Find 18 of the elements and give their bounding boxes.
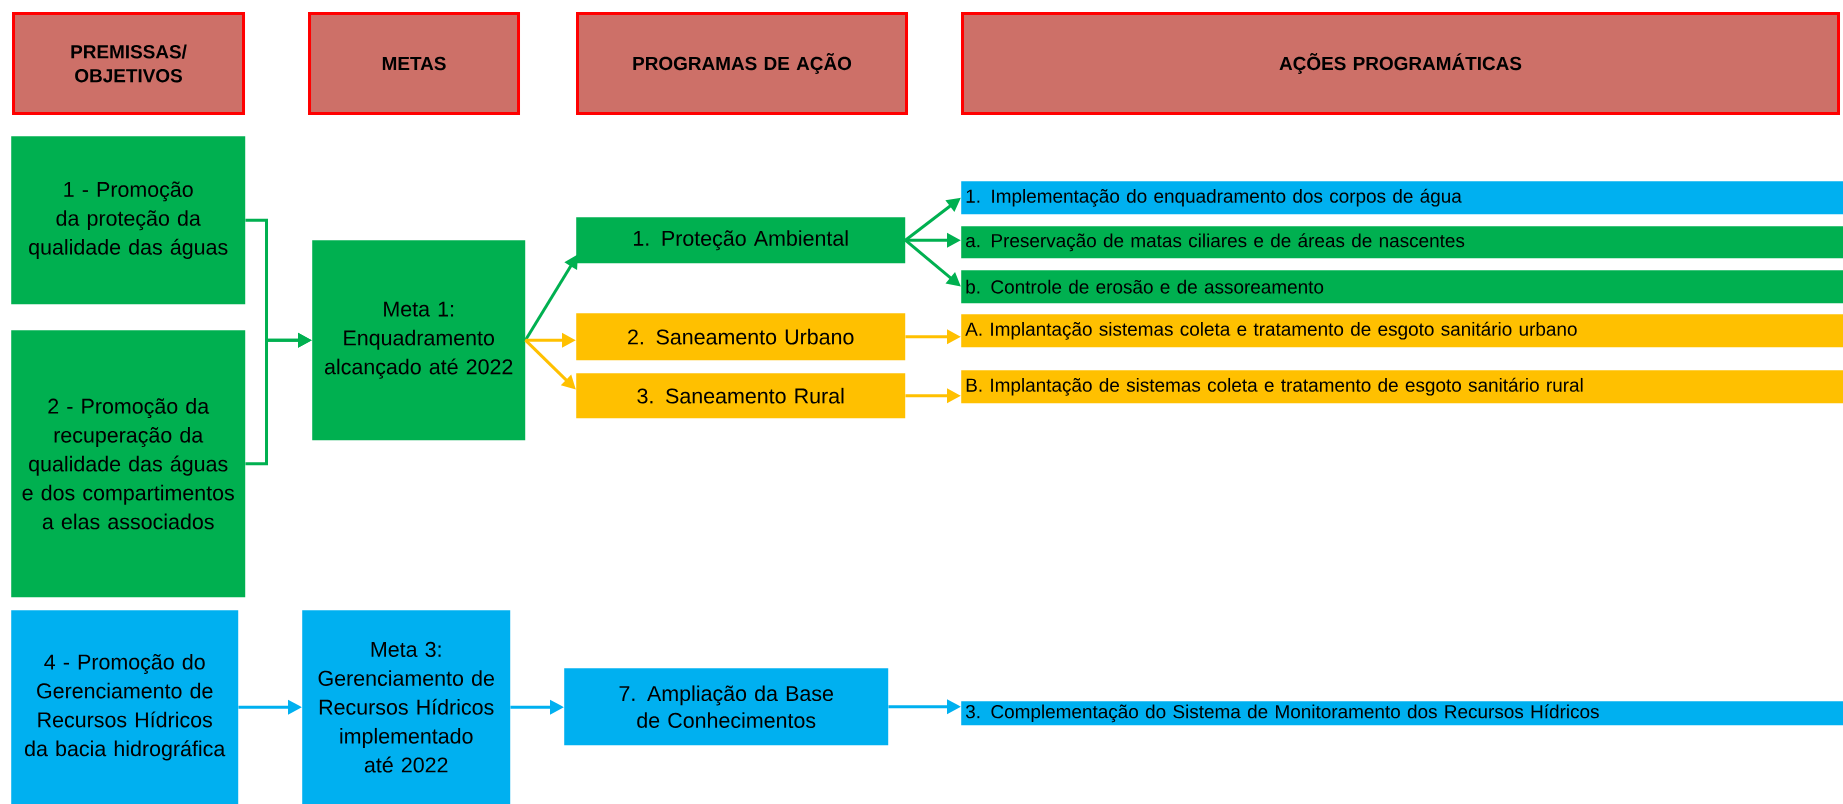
header-box: AÇÕES PROGRAMÁTICAS (961, 12, 1840, 115)
action-box: b. Controle de erosão e de assoreamento (961, 270, 1843, 304)
process-box: Meta 3: Gerenciamento de Recursos Hídricos implementado até 2022 (302, 610, 511, 804)
process-box: 4 - Promoção do Gerenciamento de Recursos Hídricos da bacia hidrográfica (11, 610, 239, 804)
action-box: B. Implantação de sistemas coleta e tratamento de esgoto sanitário rural (961, 370, 1843, 404)
process-box: Meta 1: Enquadramento alcançado até 2022 (312, 240, 526, 441)
action-box: 1. Implementação do enquadramento dos corpos de água (961, 181, 1843, 215)
process-box: 1 - Promoção da proteção da qualidade das águas (11, 136, 246, 305)
header-box: PREMISSAS/ OBJETIVOS (12, 12, 245, 115)
program-box: 2. Saneamento Urbano (576, 313, 906, 361)
program-box: 1. Proteção Ambiental (576, 217, 906, 264)
program-box: 7. Ampliação da Base de Conhecimentos (564, 668, 889, 746)
program-box: 3. Saneamento Rural (576, 373, 906, 419)
header-box: METAS (308, 12, 520, 115)
header-box: PROGRAMAS DE AÇÃO (576, 12, 908, 115)
process-box: 2 - Promoção da recuperação da qualidade das águas e dos compartimentos a elas associados (11, 330, 246, 598)
action-box: a. Preservação de matas ciliares e de áreas de nascentes (961, 226, 1843, 259)
action-box: A. Implantação sistemas coleta e tratamento de esgoto sanitário urbano (961, 314, 1843, 348)
